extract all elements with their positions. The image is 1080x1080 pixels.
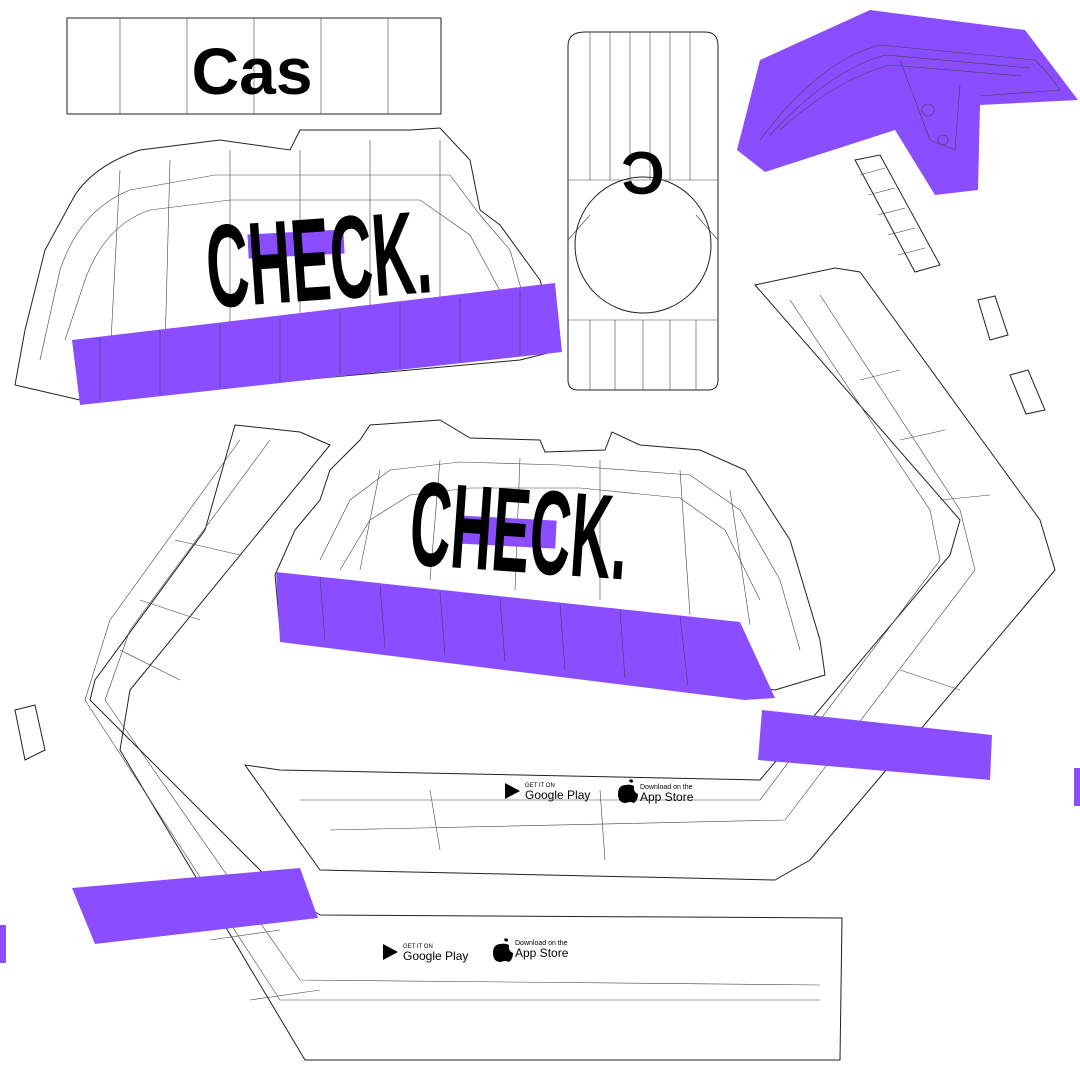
purple-bar-right (758, 710, 992, 780)
purple-bar-left (72, 868, 318, 944)
shell-top-left: CHECK. (14, 127, 562, 405)
shell-center: CHECK. (274, 419, 826, 700)
purple-edge-left (0, 925, 6, 963)
app-store-large-text: App Store (515, 946, 569, 960)
google-play-large-text: Google Play (403, 949, 468, 963)
vertical-strap-panel: C (567, 31, 719, 391)
purple-cap-shape (737, 10, 1078, 195)
google-play-icon (505, 783, 520, 799)
apple-icon (618, 779, 638, 803)
strap-left (14, 424, 843, 1061)
cas-label-panel: Cas (66, 17, 442, 115)
cas-label: Cas (191, 34, 312, 108)
google-play-icon (383, 944, 398, 960)
store-badges-upper: GET IT ON Google Play Download on the Ap… (505, 779, 694, 804)
apple-icon (493, 938, 513, 962)
app-store-small-text: Download on the (640, 784, 693, 791)
google-play-small-text: GET IT ON (403, 944, 433, 950)
app-store-small-text: Download on the (515, 940, 568, 947)
app-store-badge-lower: Download on the App Store (493, 938, 569, 962)
rotated-c-label: C (621, 139, 664, 206)
small-wire-parts (854, 154, 1046, 415)
google-play-badge-lower: GET IT ON Google Play (383, 944, 468, 963)
purple-edge-right (1074, 768, 1080, 806)
app-store-badge-upper: Download on the App Store (618, 779, 694, 804)
app-store-large-text: App Store (640, 790, 694, 804)
store-badges-lower: GET IT ON Google Play Download on the Ap… (383, 938, 569, 963)
check-logo-top: CHECK. (202, 186, 436, 333)
google-play-large-text: Google Play (525, 788, 590, 802)
google-play-badge-upper: GET IT ON Google Play (505, 783, 590, 802)
google-play-small-text: GET IT ON (525, 783, 555, 789)
check-logo-center: CHECK. (406, 457, 633, 606)
